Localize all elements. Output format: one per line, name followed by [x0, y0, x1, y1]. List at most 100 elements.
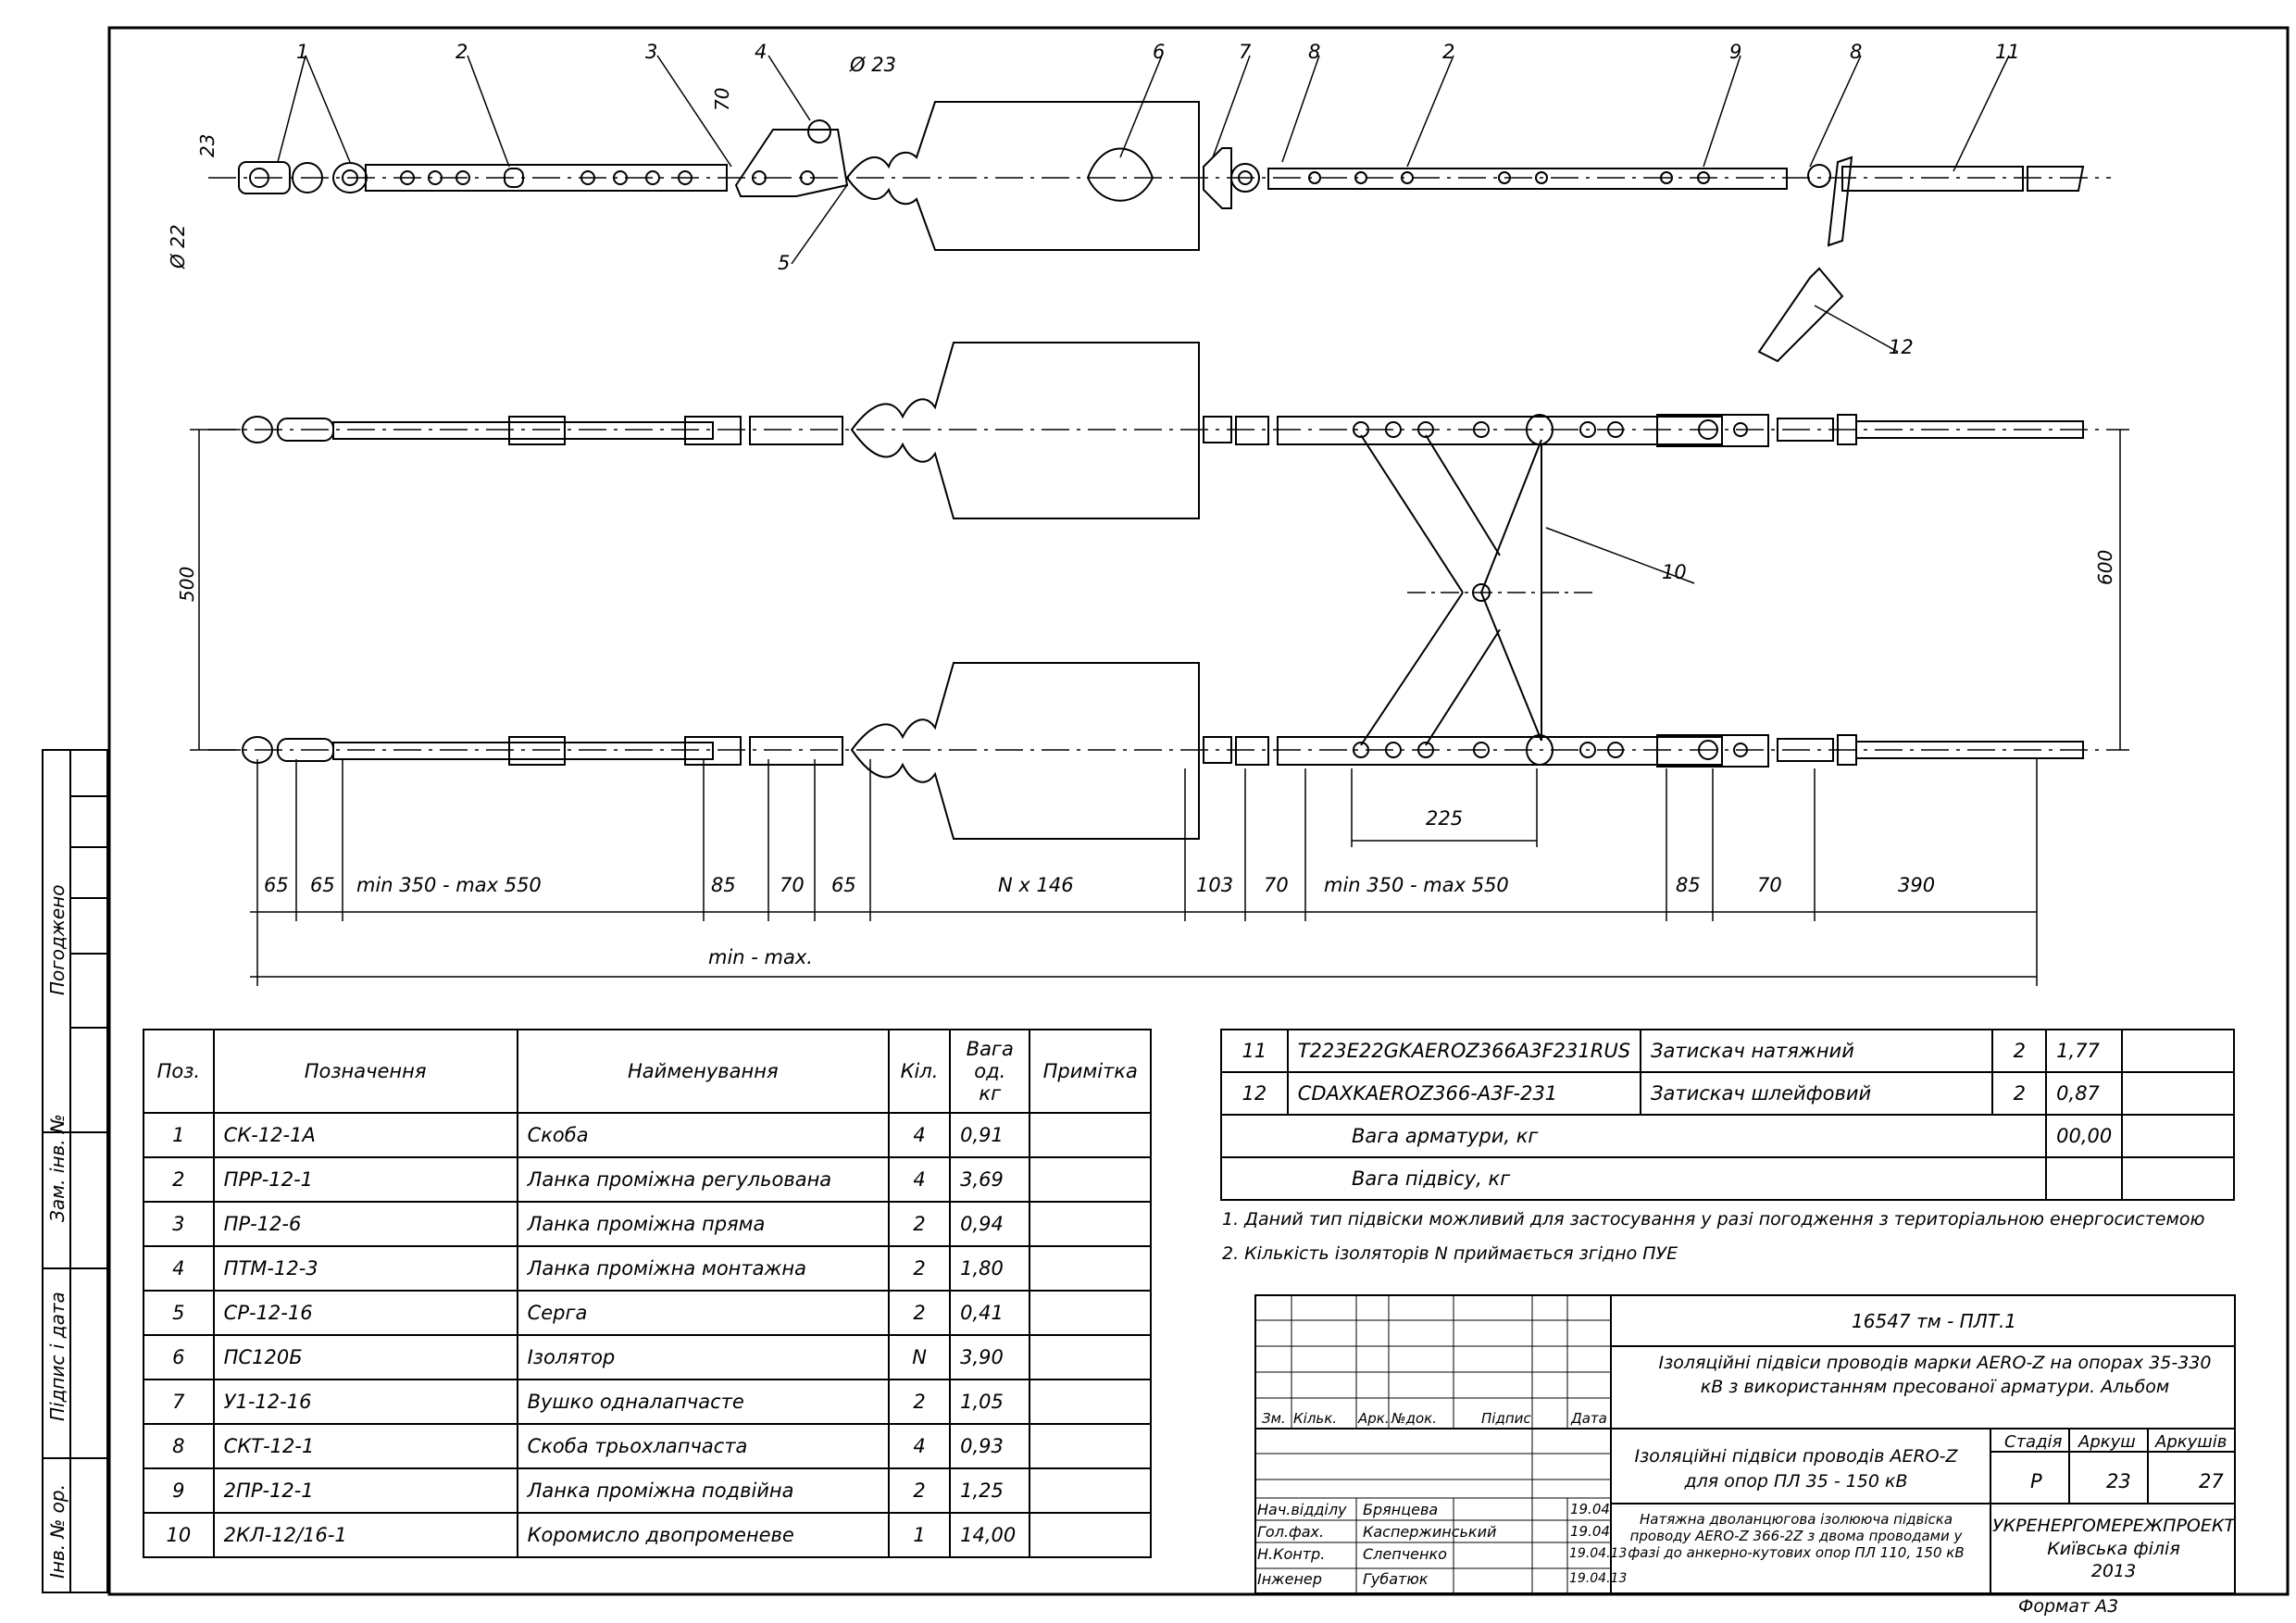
name-2: Слепченко [1363, 1545, 1447, 1563]
dim-b2: min 350 - max 550 [356, 874, 542, 896]
cell: 0,41 [949, 1290, 1031, 1336]
stage-label: Стадія [2004, 1432, 2063, 1452]
title-block-frame [1254, 1294, 2236, 1594]
cell: T223E22GKAEROZ366A3F231RUS [1286, 1029, 1642, 1073]
rev-hdr-5: Дата [1571, 1410, 1607, 1427]
spec-table: Поз. Позначення Найменування Кіл. Вага о… [143, 1029, 1152, 1558]
cell: Серга [516, 1290, 891, 1336]
cell: ПС120Б [212, 1334, 518, 1380]
cell: ПРР-12-1 [212, 1156, 518, 1203]
cell: У1-12-16 [212, 1379, 518, 1425]
top-assembly [208, 101, 2111, 363]
callout-8: 8 [1308, 41, 1321, 63]
stage-value: Р [2030, 1470, 2042, 1492]
cell: 1 [143, 1112, 215, 1158]
callout-11: 11 [1995, 41, 2020, 63]
cell: 3,90 [949, 1334, 1031, 1380]
hdr-note: Примітка [1029, 1029, 1152, 1114]
replaced-inv-label: Зам. інв. № [46, 1114, 69, 1222]
cell: Коромисло двопроменеве [516, 1512, 891, 1558]
cell: СК-12-1А [212, 1112, 518, 1158]
dim-b3: 85 [711, 874, 736, 896]
cell [2121, 1071, 2235, 1116]
cell [1029, 1156, 1152, 1203]
cell: Скоба трьохлапчаста [516, 1423, 891, 1469]
cell: CDAXKAEROZ366-A3F-231 [1286, 1071, 1642, 1116]
dim-23: 23 [196, 133, 218, 157]
callout-1: 1 [296, 41, 309, 63]
cell: 0,91 [949, 1112, 1031, 1158]
dim-b12: 390 [1898, 874, 1936, 896]
sheets-label: Аркушів [2155, 1432, 2227, 1452]
hdr-name: Найменування [516, 1029, 891, 1114]
cell [1029, 1334, 1152, 1380]
name-1: Каспержинський [1363, 1523, 1497, 1541]
date-0: 19.04 [1570, 1501, 1610, 1517]
role-2: Н.Контр. [1257, 1545, 1326, 1563]
cell: 4 [888, 1112, 952, 1158]
role-3: Інженер [1257, 1570, 1322, 1588]
cell: 1,25 [949, 1467, 1031, 1514]
cell: 2 [888, 1290, 952, 1336]
cell [1029, 1379, 1152, 1425]
cell: 14,00 [949, 1512, 1031, 1558]
role-0: Нач.відділу [1257, 1501, 1347, 1518]
left-strip [42, 749, 108, 1593]
cell: 7 [143, 1379, 215, 1425]
cell: 2 [888, 1245, 952, 1292]
dim-500: 500 [176, 566, 198, 602]
role-1: Гол.фах. [1257, 1523, 1325, 1541]
cell [1029, 1290, 1152, 1336]
cell: 0,93 [949, 1423, 1031, 1469]
sheet-title: Ізоляційні підвіси проводів AERO-Z для о… [1634, 1446, 1958, 1492]
string-weight-value [2045, 1156, 2124, 1201]
rev-hdr-4: Підпис [1481, 1410, 1531, 1427]
callout-12: 12 [1889, 336, 1914, 358]
cell [2121, 1114, 2235, 1158]
note-2: 2. Кількість ізоляторів N приймається зг… [1222, 1243, 1678, 1264]
cell [1029, 1201, 1152, 1247]
cell: Ланка проміжна пряма [516, 1201, 891, 1247]
cell [1029, 1245, 1152, 1292]
hdr-qty: Кіл. [888, 1029, 952, 1114]
cell: ПР-12-6 [212, 1201, 518, 1247]
signature-date-label: Підпис і дата [46, 1292, 69, 1421]
callout-7: 7 [1239, 41, 1252, 63]
cell: 1 [888, 1512, 952, 1558]
cell: 1,80 [949, 1245, 1031, 1292]
cell: СР-12-16 [212, 1290, 518, 1336]
cell: 2КЛ-12/16-1 [212, 1512, 518, 1558]
cell: 12 [1220, 1071, 1289, 1116]
fittings-weight-value: 00,00 [2045, 1114, 2124, 1158]
cell: 2 [1991, 1071, 2048, 1116]
cell: 2ПР-12-1 [212, 1467, 518, 1514]
table-row: Вага підвісу, кг [1219, 1156, 2235, 1201]
string-weight-label: Вага підвісу, кг [1219, 1156, 2048, 1201]
cell: 1,05 [949, 1379, 1031, 1425]
date-3: 19.04.13 [1569, 1571, 1628, 1586]
cell: Затискач натяжний [1640, 1029, 1994, 1073]
callout-6: 6 [1153, 41, 1166, 63]
callout-8b: 8 [1850, 41, 1863, 63]
drawing-title: Натяжна дволанцюгова ізолююча підвіска п… [1628, 1511, 1965, 1561]
cell: Ланка проміжна подвійна [516, 1467, 891, 1514]
cell: 8 [143, 1423, 215, 1469]
cell: Скоба [516, 1112, 891, 1158]
cell: Ланка проміжна монтажна [516, 1245, 891, 1292]
rev-hdr-3: №док. [1391, 1410, 1437, 1427]
cell: 4 [888, 1423, 952, 1469]
approved-label: Погоджено [46, 884, 69, 995]
dim-b6: N x 146 [998, 874, 1074, 896]
cell: 3,69 [949, 1156, 1031, 1203]
dim-b4: 70 [780, 874, 805, 896]
cell: 2 [888, 1379, 952, 1425]
callout-4: 4 [755, 41, 767, 63]
